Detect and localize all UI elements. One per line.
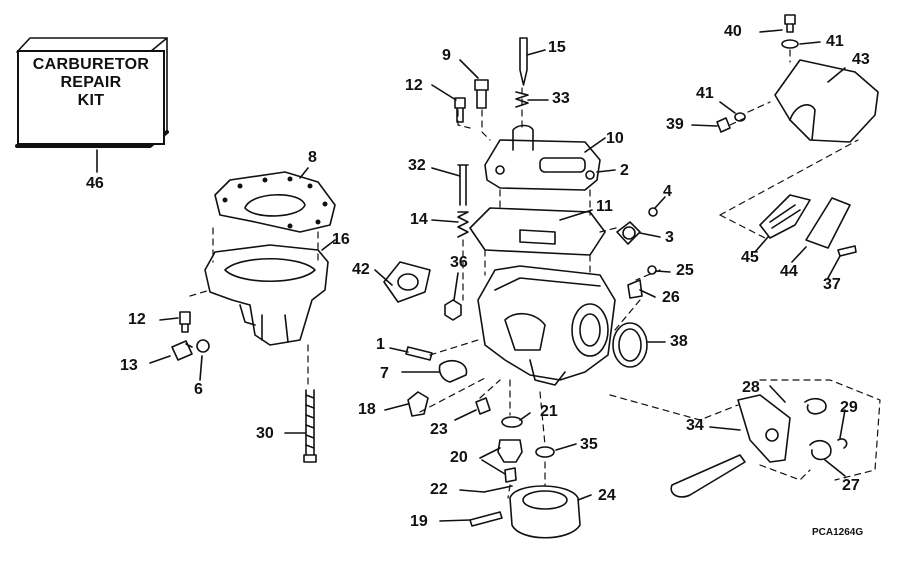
callout-32: 32 <box>408 157 426 174</box>
spring-33 <box>515 91 529 108</box>
seal-4 <box>648 207 658 217</box>
gasket-8 <box>214 171 336 233</box>
gasket-42 <box>383 261 431 303</box>
callout-23: 23 <box>430 421 448 438</box>
washer-6 <box>196 339 210 353</box>
kit-box-front: CARBURETOR REPAIR KIT <box>17 50 165 145</box>
screw-12-top <box>454 97 466 123</box>
arm <box>670 454 746 498</box>
callout-1: 1 <box>376 336 385 353</box>
plug-13 <box>171 340 193 361</box>
callout-22: 22 <box>430 481 448 498</box>
callout-20: 20 <box>450 449 468 466</box>
callout-35: 35 <box>580 436 598 453</box>
screw-25 <box>647 265 657 275</box>
screw-39 <box>716 117 731 133</box>
callout-38: 38 <box>670 333 688 350</box>
screw-9 <box>474 79 489 109</box>
callout-4: 4 <box>663 183 672 200</box>
callout-18: 18 <box>358 401 376 418</box>
callout-12-top: 12 <box>405 77 423 94</box>
callout-40: 40 <box>724 23 742 40</box>
callout-24: 24 <box>598 487 616 504</box>
callout-30: 30 <box>256 425 274 442</box>
plate-44 <box>805 197 851 249</box>
figure-code: PCA1264G <box>812 527 864 538</box>
float-24 <box>509 485 581 539</box>
screw-12-left <box>179 311 191 333</box>
callout-19: 19 <box>410 513 428 530</box>
callout-34: 34 <box>686 417 704 434</box>
carb-body <box>477 265 616 381</box>
clip-29 <box>837 438 848 449</box>
screw-30 <box>303 389 317 463</box>
nut-36 <box>444 299 462 321</box>
needle-22 <box>483 485 513 493</box>
callout-36: 36 <box>450 254 468 271</box>
callout-42: 42 <box>352 261 370 278</box>
callout-8: 8 <box>308 149 317 166</box>
callout-39: 39 <box>666 116 684 133</box>
washer-41-top <box>781 39 799 49</box>
o-ring-38 <box>612 322 648 368</box>
callout-41-top: 41 <box>826 33 844 50</box>
screw-37 <box>837 245 857 257</box>
callout-46: 46 <box>86 175 104 192</box>
spring-28 <box>804 398 827 415</box>
clip-26 <box>627 279 643 299</box>
washer-35 <box>535 446 555 458</box>
plug-18 <box>407 391 429 417</box>
carburetor-repair-kit-box: CARBURETOR REPAIR KIT <box>17 38 167 146</box>
washer-21 <box>501 416 523 428</box>
callout-37: 37 <box>823 276 841 293</box>
intake-43 <box>774 59 879 143</box>
jet-20 <box>497 439 523 463</box>
callout-15: 15 <box>548 39 566 56</box>
callout-2: 2 <box>620 162 629 179</box>
kit-box-side <box>149 37 168 53</box>
kit-label-line3: KIT <box>77 92 105 109</box>
callout-14: 14 <box>410 211 428 228</box>
jet-20b <box>504 467 517 483</box>
callout-9: 9 <box>442 47 451 64</box>
pin-1 <box>405 346 433 361</box>
pin-19 <box>469 511 503 527</box>
callout-11: 11 <box>596 198 613 215</box>
callout-41-mid: 41 <box>696 85 714 102</box>
callout-26: 26 <box>662 289 680 306</box>
callout-45: 45 <box>741 249 759 266</box>
callout-3: 3 <box>665 229 674 246</box>
callout-16: 16 <box>332 231 350 248</box>
callout-29: 29 <box>840 399 858 416</box>
callout-25: 25 <box>676 262 694 279</box>
kit-label-line1: CARBURETOR <box>32 56 150 73</box>
screw-23 <box>475 397 491 415</box>
lever-34 <box>737 394 791 463</box>
callout-6: 6 <box>194 381 203 398</box>
carb-cover-10 <box>484 139 601 191</box>
callout-10: 10 <box>606 130 624 147</box>
reed-45 <box>759 194 811 239</box>
callout-7: 7 <box>380 365 389 382</box>
callout-33: 33 <box>552 90 570 107</box>
float-bowl-16 <box>204 244 329 346</box>
kit-label-line2: REPAIR <box>60 74 122 91</box>
callout-13: 13 <box>120 357 138 374</box>
callout-12-left: 12 <box>128 311 146 328</box>
fitting-3 <box>616 221 641 245</box>
callout-43: 43 <box>852 51 870 68</box>
callout-21: 21 <box>540 403 558 420</box>
plug-7 <box>438 359 468 383</box>
washer-41-mid <box>734 112 746 122</box>
callout-44: 44 <box>780 263 798 280</box>
screw-32 <box>457 164 469 206</box>
screw-40 <box>784 14 796 33</box>
spring-14 <box>457 211 469 238</box>
callout-28: 28 <box>742 379 760 396</box>
needle-15 <box>519 37 528 86</box>
spring-27 <box>809 439 832 461</box>
callout-27: 27 <box>842 477 860 494</box>
